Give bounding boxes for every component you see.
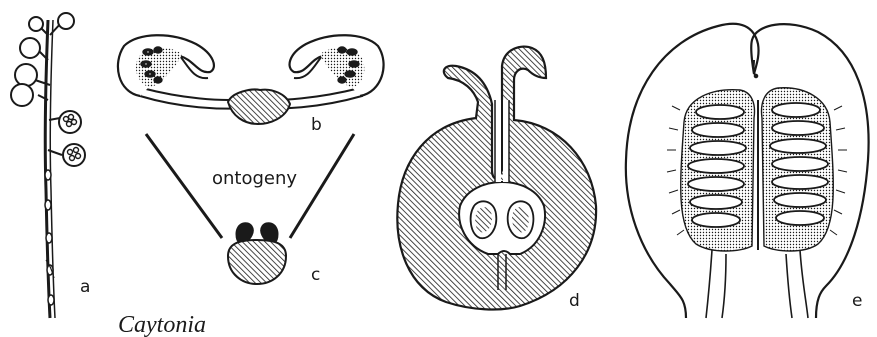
label-e: e [852,291,862,311]
figure-caption: Caytonia [118,312,206,337]
cupule-icon [11,13,74,106]
label-a: a [80,277,90,297]
ontogeny-label: ontogeny [212,168,297,189]
panel-a-fertile-shoot [11,13,85,318]
label-c: c [311,265,320,285]
panel-d-cupule-section [397,47,596,310]
panel-e-mature-cupule [626,24,869,318]
label-b: b [311,115,322,135]
panel-c-young-cupule [228,223,286,284]
panel-b-cupule-section [118,35,384,124]
label-d: d [569,291,580,311]
